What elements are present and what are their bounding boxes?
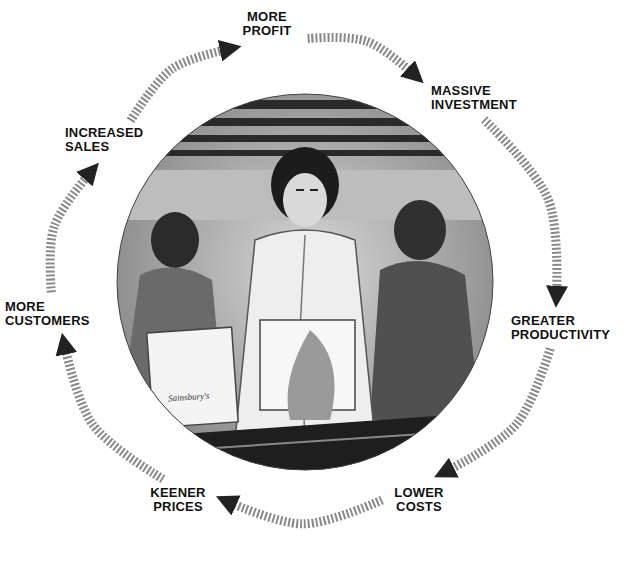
photo: [100, 80, 520, 500]
cycle-arrow: [224, 500, 382, 524]
cycle-arrow: [50, 169, 93, 292]
cycle-arrow: [442, 349, 550, 474]
stage-label: MORE CUSTOMERS: [5, 300, 83, 328]
cycle-stage: INCREASED SALES: [62, 124, 144, 156]
cycle-stage: MASSIVE INVESTMENT: [428, 82, 523, 114]
cycle-stage: MORE PROFIT: [232, 8, 302, 40]
cycle-arrow: [484, 120, 557, 299]
stage-label: LOWER COSTS: [391, 486, 447, 514]
stage-label: INCREASED SALES: [65, 126, 141, 154]
stage-label: KEENER PRICES: [149, 486, 207, 514]
stage-label: MORE PROFIT: [235, 10, 299, 38]
cycle-arrow: [308, 37, 418, 77]
cycle-stage: GREATER PRODUCTIVITY: [508, 312, 628, 344]
stage-label: MASSIVE INVESTMENT: [431, 84, 520, 112]
cycle-stage: KEENER PRICES: [146, 484, 210, 516]
stage-label: GREATER PRODUCTIVITY: [511, 314, 625, 342]
cycle-stage: MORE CUSTOMERS: [2, 298, 86, 330]
cycle-arrow: [64, 341, 163, 479]
cycle-arrow: [131, 48, 233, 120]
cycle-stage: LOWER COSTS: [388, 484, 450, 516]
